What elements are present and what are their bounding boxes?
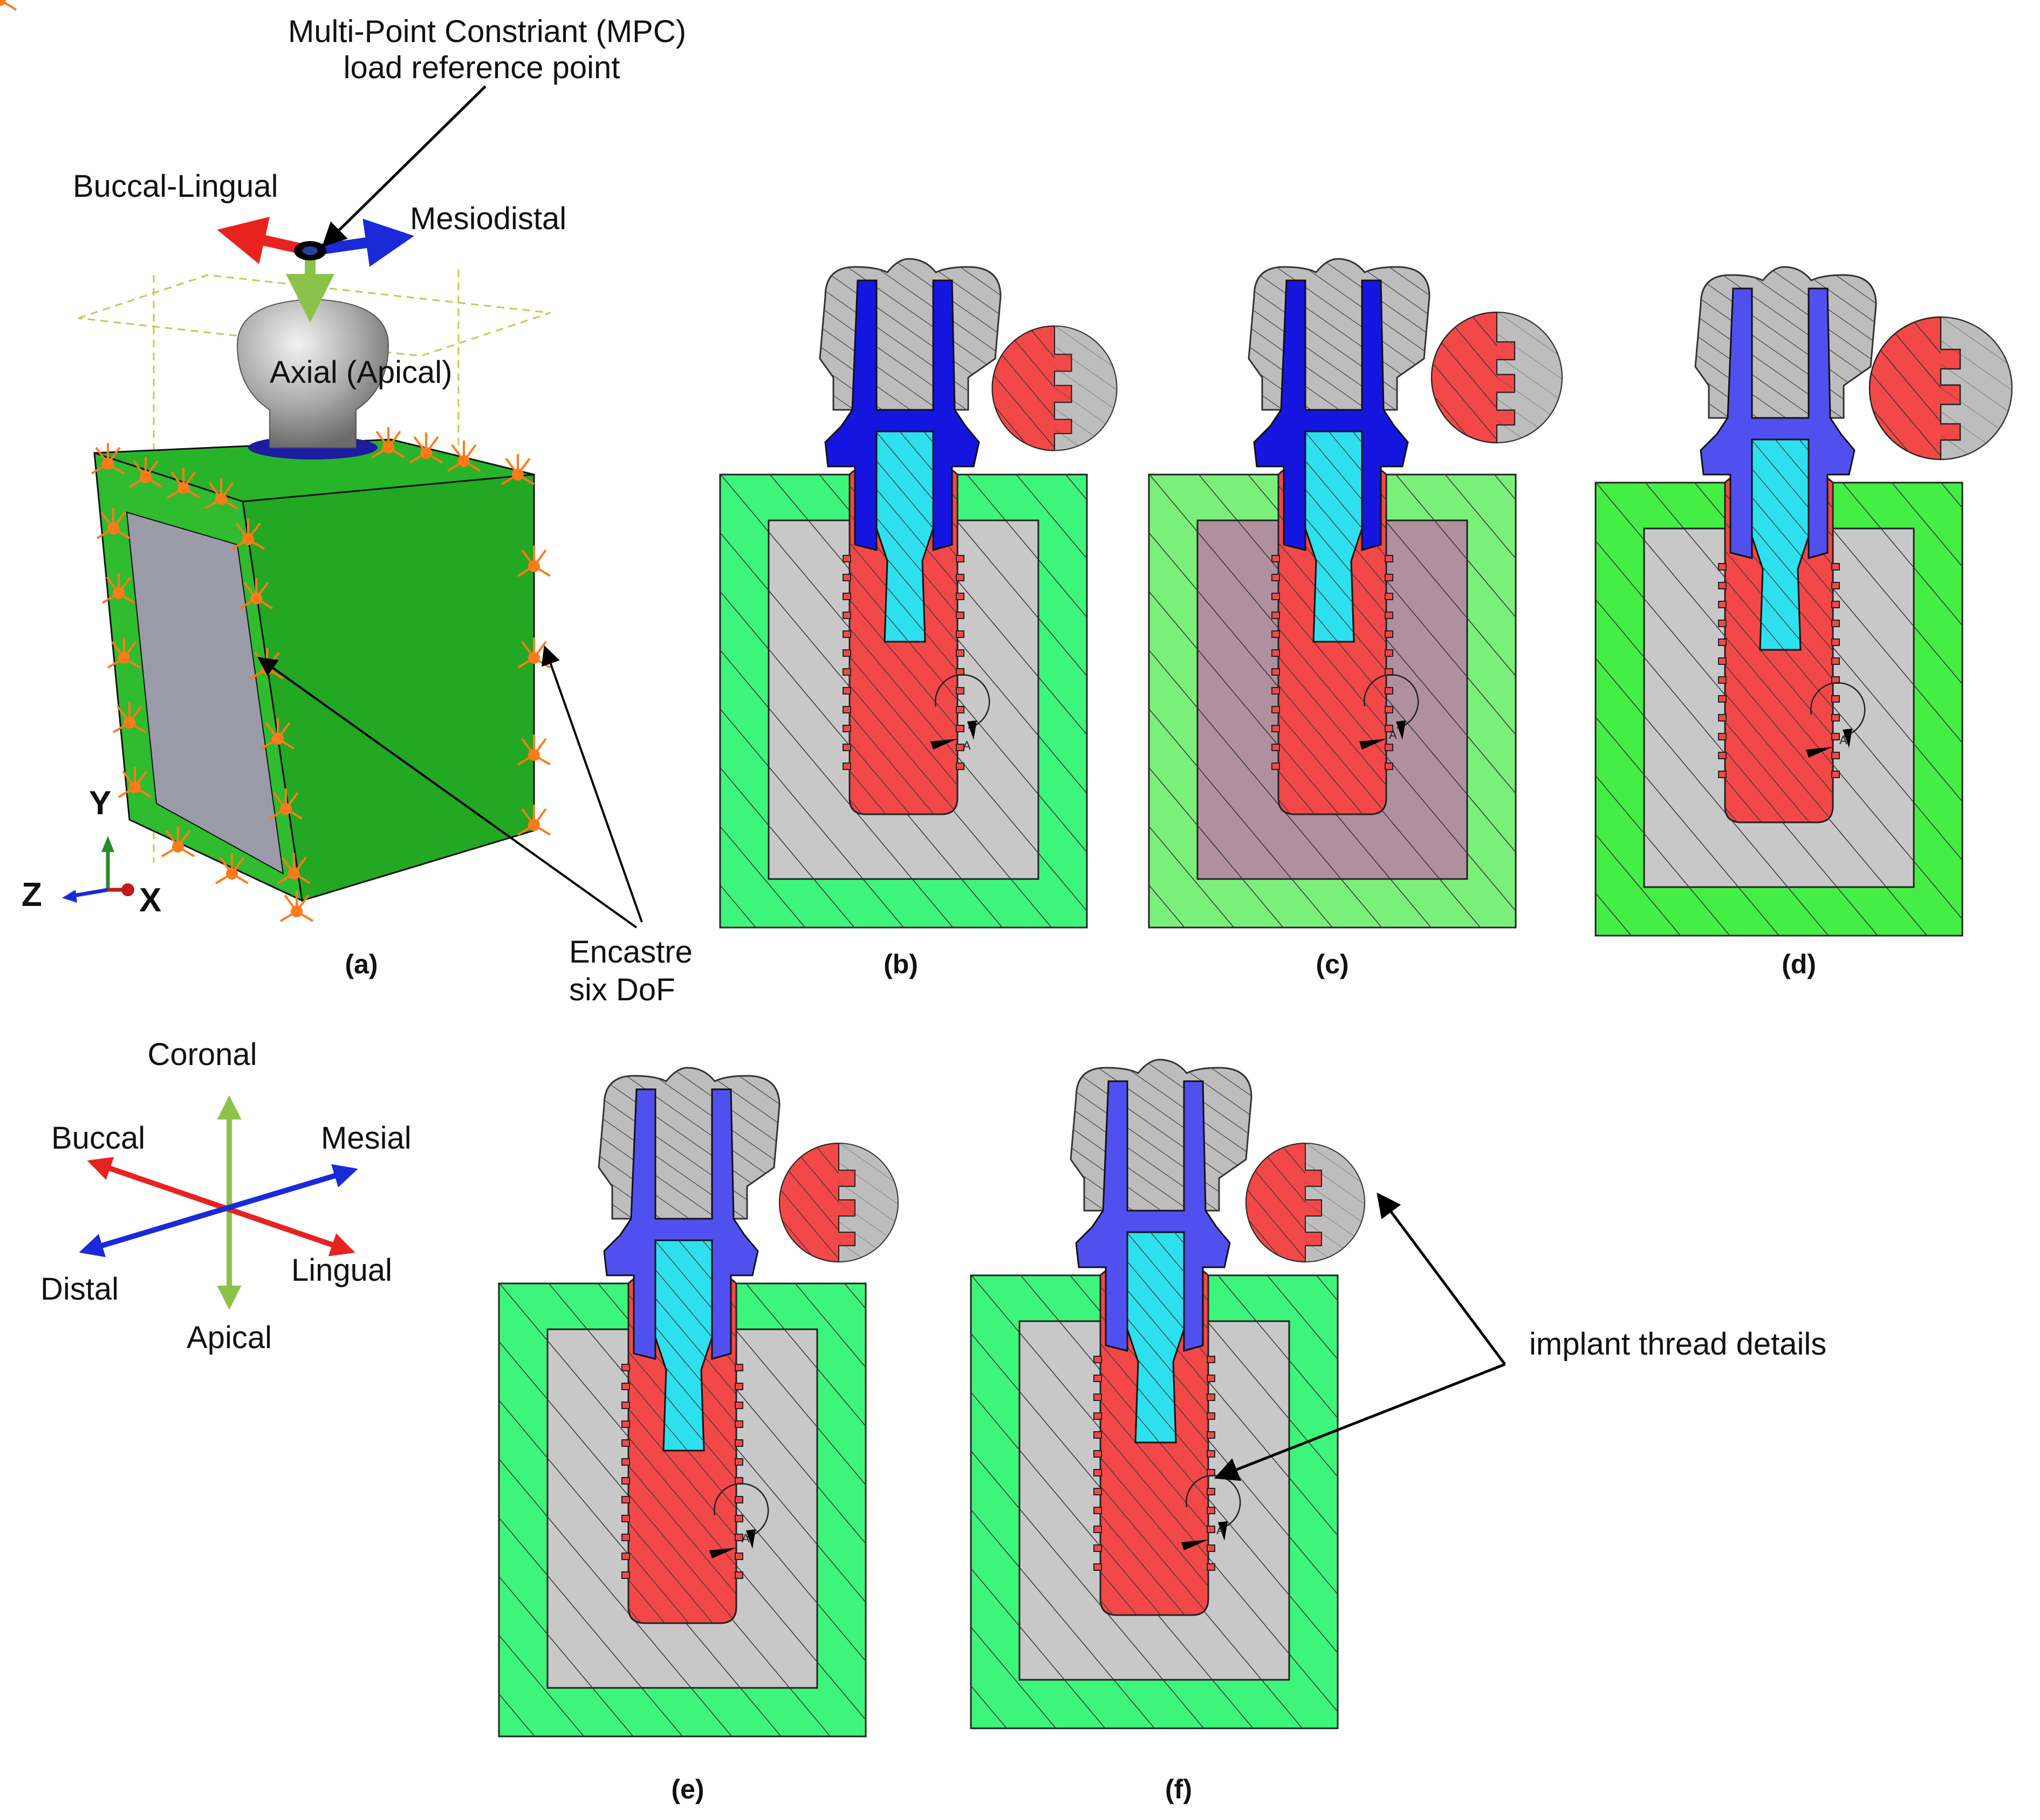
coronal-label: Coronal: [147, 1037, 257, 1072]
axis-label-z: Z: [22, 876, 42, 914]
panel-d-cross-section: [1594, 266, 2013, 937]
buccal-lingual-label: Buccal-Lingual: [73, 169, 278, 204]
encastre-bc-markers: [0, 0, 551, 922]
mesial-label: Mesial: [321, 1121, 412, 1156]
lingual-label: Lingual: [291, 1253, 392, 1288]
panel-a-3d-model: Y Z X: [0, 0, 643, 929]
detail-marker-b: A: [963, 739, 971, 752]
detail-marker-e: A: [742, 1531, 750, 1545]
thread-details-label: implant thread details: [1529, 1327, 1826, 1362]
panel-label-f: (f): [1165, 1774, 1192, 1804]
apical-label: Apical: [187, 1320, 272, 1355]
detail-marker-f: A: [1216, 1523, 1224, 1537]
detail-marker-d: A: [1839, 733, 1847, 747]
panel-label-d: (d): [1782, 949, 1816, 979]
axial-label: Axial (Apical): [270, 355, 452, 390]
mesial-distal-axis-arrow: [79, 1164, 358, 1258]
mesiodistal-label: Mesiodistal: [410, 201, 566, 236]
panel-label-e: (e): [671, 1774, 704, 1804]
panel-label-c: (c): [1316, 949, 1348, 979]
mpc-label-line2: load reference point: [344, 50, 620, 85]
mpc-label-line1: Multi-Point Constriant (MPC): [288, 14, 686, 49]
panel-label-a: (a): [345, 949, 378, 979]
distal-label: Distal: [40, 1272, 119, 1307]
buccal-label: Buccal: [51, 1121, 145, 1156]
panel-e-cross-section: [498, 1067, 899, 1737]
panel-f-cross-section: [970, 1059, 1365, 1729]
orientation-diagram: [79, 1095, 358, 1310]
encastre-label-line2: six DoF: [569, 972, 675, 1007]
coordinate-triad: [62, 836, 134, 903]
axis-label-x: X: [139, 882, 161, 919]
panel-b-cross-section: [719, 258, 1118, 929]
encastre-label-line1: Encastre: [569, 935, 693, 970]
detail-marker-c: A: [1389, 728, 1397, 741]
panel-c-cross-section: [1148, 258, 1563, 929]
block-left-inner-face: [126, 511, 284, 875]
panel-label-b: (b): [884, 949, 918, 979]
axis-label-y: Y: [89, 785, 111, 822]
